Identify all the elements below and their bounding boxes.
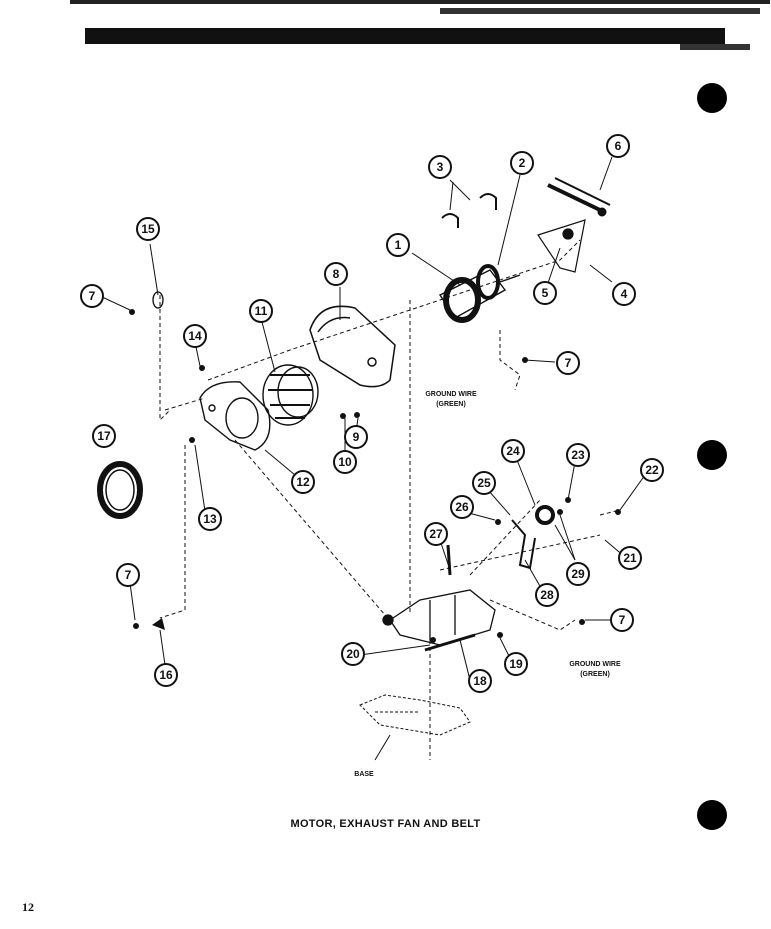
- idler-ring-part: [97, 461, 143, 519]
- diagram-notes: GROUND WIRE (GREEN) GROUND WIRE (GREEN) …: [354, 391, 621, 778]
- callout-29: 29: [566, 562, 590, 586]
- callout-15: 15: [136, 217, 160, 241]
- ground-wire-lower-line2: (GREEN): [580, 671, 610, 678]
- svg-text:17: 17: [97, 429, 111, 443]
- svg-text:23: 23: [571, 448, 585, 462]
- svg-text:16: 16: [159, 668, 173, 682]
- svg-text:2: 2: [519, 156, 526, 170]
- callout-11: 11: [249, 299, 273, 323]
- idler-bracket-part: [382, 589, 496, 652]
- callout-10: 10: [333, 450, 357, 474]
- svg-text:7: 7: [125, 568, 132, 582]
- callout-9: 9: [344, 425, 368, 449]
- svg-text:4: 4: [621, 287, 628, 301]
- svg-text:18: 18: [473, 674, 487, 688]
- callout-19: 19: [504, 652, 528, 676]
- svg-text:10: 10: [338, 455, 352, 469]
- callout-2: 2: [510, 151, 534, 175]
- svg-text:22: 22: [645, 463, 659, 477]
- svg-text:15: 15: [141, 222, 155, 236]
- svg-text:19: 19: [509, 657, 523, 671]
- callout-1: 1: [386, 233, 410, 257]
- callout-24: 24: [501, 439, 525, 463]
- callout-7-upper-right: 7: [556, 351, 580, 375]
- callout-22: 22: [640, 458, 664, 482]
- callout-7-lower-right: 7: [610, 608, 634, 632]
- drive-belt-part: [547, 177, 611, 217]
- svg-text:5: 5: [542, 286, 549, 300]
- callout-21: 21: [618, 546, 642, 570]
- base-label: BASE: [354, 771, 374, 778]
- svg-text:12: 12: [296, 475, 310, 489]
- callout-leaders: [99, 156, 646, 761]
- callout-bubbles: 1 2 3 4 5 6 7 7 7 7 8 9 10 11 12 13 14 1…: [80, 134, 664, 693]
- spring-clips-part: [441, 193, 497, 228]
- exhaust-fan-part: [262, 364, 319, 426]
- callout-18: 18: [468, 669, 492, 693]
- svg-text:8: 8: [333, 267, 340, 281]
- svg-text:25: 25: [477, 476, 491, 490]
- callout-12: 12: [291, 470, 315, 494]
- callout-7-lower-left: 7: [116, 563, 140, 587]
- callout-26: 26: [450, 495, 474, 519]
- svg-text:24: 24: [506, 444, 520, 458]
- callout-5: 5: [533, 281, 557, 305]
- fan-housing-part: [309, 305, 396, 388]
- callout-25: 25: [472, 471, 496, 495]
- ground-wire-lower-line1: GROUND WIRE: [569, 661, 621, 668]
- callout-17: 17: [92, 424, 116, 448]
- motor-part: [438, 264, 521, 323]
- svg-text:29: 29: [571, 567, 585, 581]
- svg-text:1: 1: [395, 238, 402, 252]
- svg-text:7: 7: [619, 613, 626, 627]
- base-outline: [359, 694, 471, 736]
- svg-text:3: 3: [437, 160, 444, 174]
- pulley-part: [537, 219, 586, 273]
- svg-text:11: 11: [255, 304, 268, 318]
- small-hardware: [129, 291, 621, 643]
- callout-4: 4: [612, 282, 636, 306]
- callout-7-upper-left: 7: [80, 284, 104, 308]
- svg-text:7: 7: [565, 356, 572, 370]
- callout-28: 28: [535, 583, 559, 607]
- svg-text:7: 7: [89, 289, 96, 303]
- assembly-leader-lines: [159, 239, 621, 760]
- callout-8: 8: [324, 262, 348, 286]
- callout-6: 6: [606, 134, 630, 158]
- svg-text:9: 9: [353, 430, 360, 444]
- svg-text:6: 6: [615, 139, 622, 153]
- callout-20: 20: [341, 642, 365, 666]
- callout-13: 13: [198, 507, 222, 531]
- svg-text:13: 13: [203, 512, 217, 526]
- page-number: 12: [22, 900, 34, 914]
- callout-14: 14: [183, 324, 207, 348]
- blower-cover-part: [199, 381, 271, 451]
- callout-27: 27: [424, 522, 448, 546]
- page-edge-band: [70, 0, 770, 50]
- svg-text:14: 14: [188, 329, 202, 343]
- svg-text:26: 26: [455, 500, 469, 514]
- svg-text:28: 28: [540, 588, 554, 602]
- svg-text:21: 21: [623, 551, 637, 565]
- svg-text:20: 20: [346, 647, 360, 661]
- callout-3: 3: [428, 155, 452, 179]
- ground-wire-upper-line1: GROUND WIRE: [425, 391, 477, 398]
- figure-caption: MOTOR, EXHAUST FAN AND BELT: [290, 818, 481, 830]
- binder-holes: [697, 83, 727, 830]
- callout-16: 16: [154, 663, 178, 687]
- callout-23: 23: [566, 443, 590, 467]
- svg-text:27: 27: [429, 527, 443, 541]
- ground-wire-upper-line2: (GREEN): [436, 401, 466, 408]
